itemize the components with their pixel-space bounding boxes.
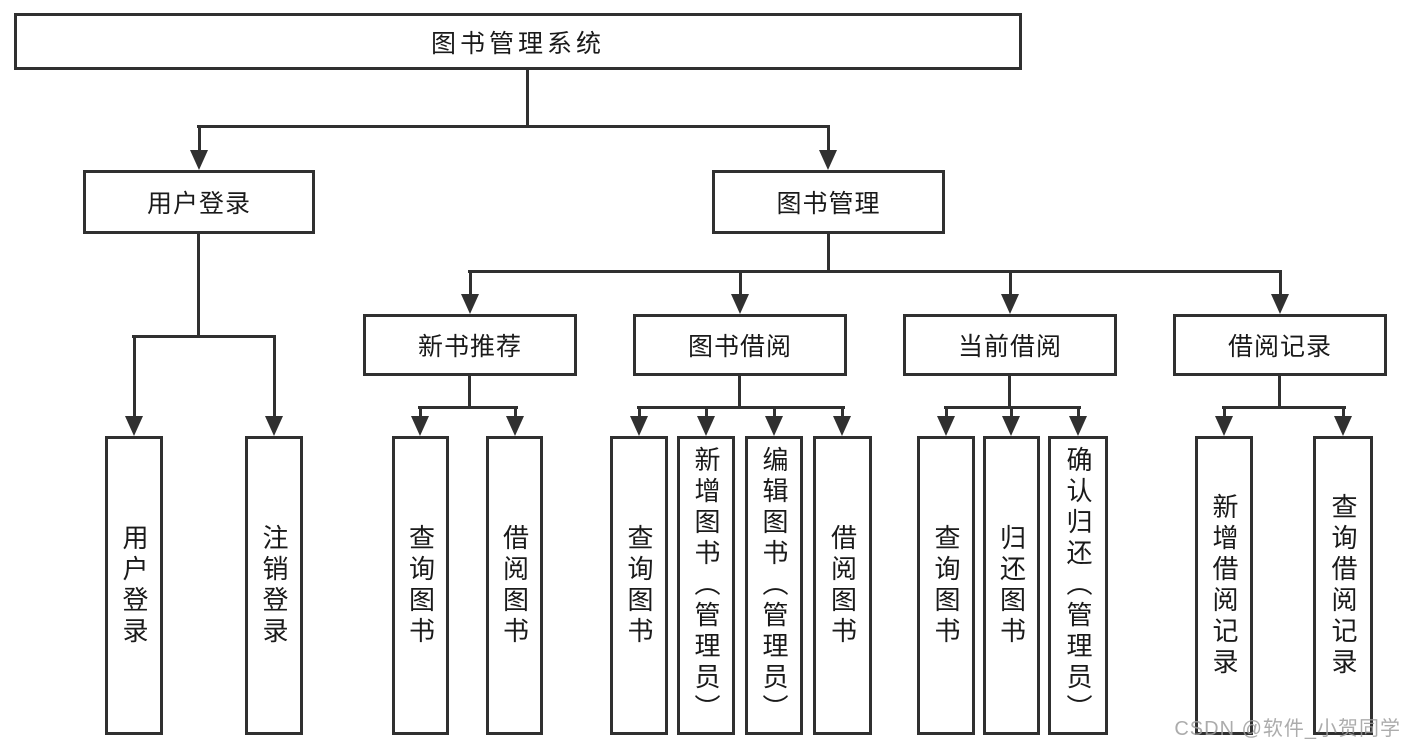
node-current-borrowing: 当前借阅 bbox=[903, 314, 1117, 376]
leaf-query-books-borrowing: 查询图书 bbox=[610, 436, 668, 735]
csdn-watermark: CSDN @软件_小贺同学 bbox=[1174, 718, 1401, 740]
leaf-label: 用户登录 bbox=[119, 523, 149, 648]
connector-line bbox=[418, 406, 518, 409]
connector-line bbox=[1278, 376, 1281, 409]
leaf-label: 查询图书 bbox=[624, 523, 654, 648]
connector-line bbox=[197, 234, 200, 338]
node-label: 当前借阅 bbox=[957, 333, 1062, 361]
connector-line bbox=[468, 270, 1282, 273]
connector-line bbox=[738, 376, 741, 409]
arrow-down bbox=[506, 406, 524, 436]
leaf-query-books-current: 查询图书 bbox=[917, 436, 975, 735]
leaf-query-borrow-record: 查询借阅记录 bbox=[1313, 436, 1373, 735]
leaf-label: 注销登录 bbox=[259, 523, 289, 648]
arrow-down bbox=[1334, 406, 1352, 436]
leaf-label: 确认归还（管理员） bbox=[1063, 446, 1093, 725]
arrow-down bbox=[1002, 406, 1020, 436]
arrow-down bbox=[1215, 406, 1233, 436]
connector-line bbox=[468, 376, 471, 409]
arrow-down bbox=[630, 406, 648, 436]
leaf-borrow-books: 借阅图书 bbox=[813, 436, 872, 735]
node-label: 图书管理 bbox=[776, 190, 881, 218]
node-label: 借阅记录 bbox=[1227, 333, 1332, 361]
node-label: 用户登录 bbox=[146, 190, 251, 218]
node-label: 图书借阅 bbox=[687, 333, 792, 361]
arrow-down bbox=[461, 270, 479, 314]
node-root-system: 图书管理系统 bbox=[14, 13, 1022, 70]
leaf-logout: 注销登录 bbox=[245, 436, 303, 735]
leaf-label: 新增图书（管理员） bbox=[691, 446, 721, 725]
connector-line bbox=[1008, 376, 1011, 409]
leaf-label: 编辑图书（管理员） bbox=[759, 446, 789, 725]
leaf-label: 查询图书 bbox=[405, 523, 436, 648]
arrow-down bbox=[1069, 406, 1087, 436]
arrow-down bbox=[937, 406, 955, 436]
arrow-down bbox=[833, 406, 851, 436]
connector-line bbox=[827, 234, 830, 273]
leaf-label: 新增借阅记录 bbox=[1209, 492, 1239, 679]
leaf-edit-book-admin: 编辑图书（管理员） bbox=[745, 436, 803, 735]
arrow-down bbox=[1271, 270, 1289, 314]
node-user-login: 用户登录 bbox=[83, 170, 315, 234]
node-book-management: 图书管理 bbox=[712, 170, 945, 234]
leaf-add-book-admin: 新增图书（管理员） bbox=[677, 436, 735, 735]
arrow-down bbox=[125, 335, 143, 436]
leaf-label: 查询借阅记录 bbox=[1328, 492, 1358, 679]
connector-line bbox=[197, 125, 830, 128]
leaf-return-book: 归还图书 bbox=[983, 436, 1040, 735]
node-label: 图书管理系统 bbox=[430, 29, 605, 58]
leaf-user-login: 用户登录 bbox=[105, 436, 163, 735]
leaf-label: 归还图书 bbox=[996, 523, 1027, 648]
arrow-down bbox=[411, 406, 429, 436]
connector-line bbox=[132, 335, 276, 338]
arrow-down bbox=[819, 125, 837, 170]
arrow-down bbox=[190, 125, 208, 170]
connector-line bbox=[944, 406, 1081, 409]
arrow-down bbox=[731, 270, 749, 314]
connector-line bbox=[1222, 406, 1346, 409]
connector-line bbox=[526, 70, 529, 128]
arrow-down bbox=[697, 406, 715, 436]
node-borrowing-records: 借阅记录 bbox=[1173, 314, 1387, 376]
node-new-book-recommend: 新书推荐 bbox=[363, 314, 577, 376]
arrow-down bbox=[1001, 270, 1019, 314]
leaf-borrow-books-recommend: 借阅图书 bbox=[486, 436, 543, 735]
leaf-label: 查询图书 bbox=[931, 523, 961, 648]
node-book-borrowing: 图书借阅 bbox=[633, 314, 847, 376]
leaf-label: 借阅图书 bbox=[499, 523, 530, 648]
node-label: 新书推荐 bbox=[417, 333, 522, 361]
arrow-down bbox=[765, 406, 783, 436]
leaf-query-books-recommend: 查询图书 bbox=[392, 436, 449, 735]
leaf-confirm-return-admin: 确认归还（管理员） bbox=[1048, 436, 1108, 735]
arrow-down bbox=[265, 335, 283, 436]
leaf-label: 借阅图书 bbox=[827, 523, 858, 648]
connector-line bbox=[637, 406, 845, 409]
leaf-add-borrow-record: 新增借阅记录 bbox=[1195, 436, 1253, 735]
